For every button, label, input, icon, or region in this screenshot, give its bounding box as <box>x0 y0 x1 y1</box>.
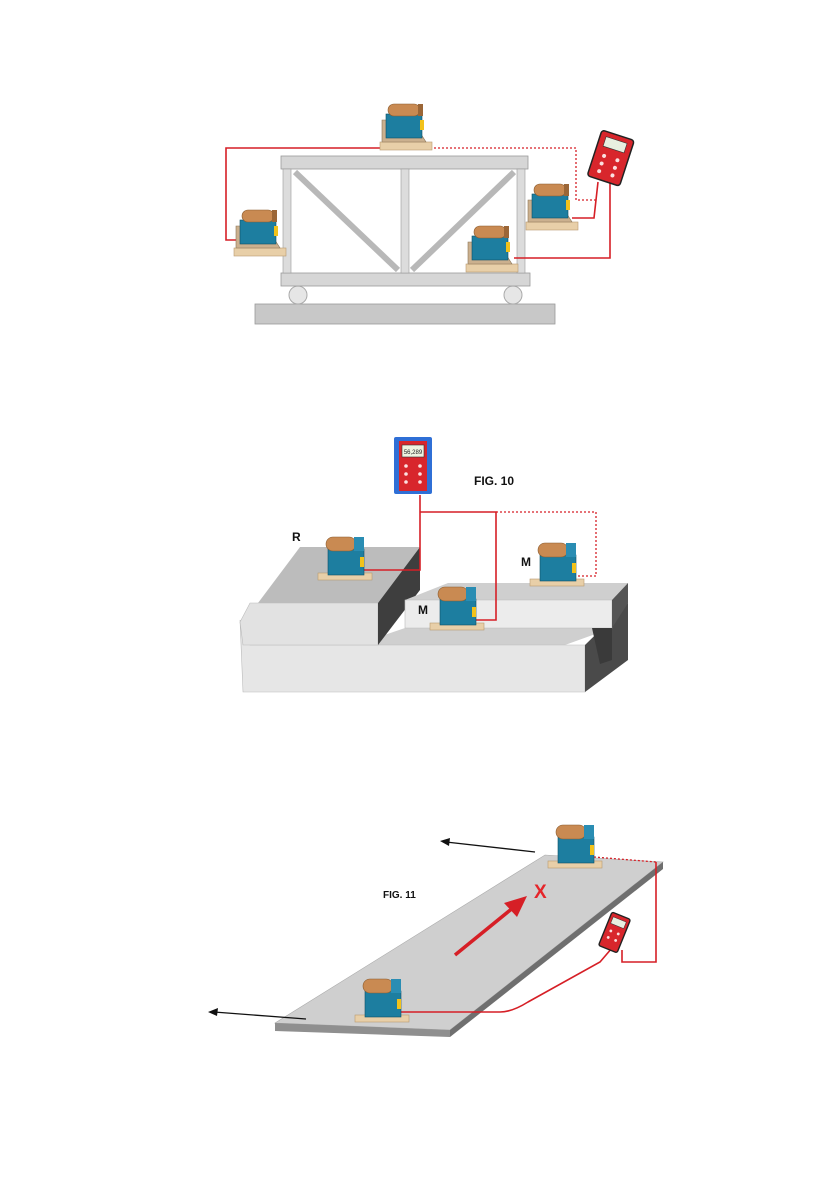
display-unit-fig11 <box>599 912 631 953</box>
ground-slab <box>255 304 555 324</box>
label-m-rear: M <box>521 555 531 569</box>
level-right-lower <box>466 226 518 272</box>
label-m-front: M <box>418 603 428 617</box>
figure-10: 56,289 FIG. 10 R M M <box>240 437 628 692</box>
wheel-left <box>289 286 307 304</box>
level-m-rear <box>530 543 584 586</box>
wheel-right <box>504 286 522 304</box>
label-x: X <box>534 882 547 903</box>
level-top <box>380 104 432 150</box>
display-unit-fig1 <box>587 130 634 186</box>
figure-11: X FIG. 11 <box>208 825 663 1037</box>
figure-truss <box>226 104 634 324</box>
level-left <box>234 210 286 256</box>
display-readout: 56,289 <box>404 450 423 456</box>
arrow-top-left <box>440 838 535 852</box>
bottom-beam <box>281 273 530 286</box>
label-r: R <box>292 530 301 544</box>
caption-fig11: FIG. 11 <box>383 890 416 901</box>
display-unit-fig10: 56,289 <box>394 437 432 494</box>
level-far <box>548 825 602 868</box>
step-front <box>240 603 378 645</box>
post-left <box>283 169 291 273</box>
caption-fig10: FIG. 10 <box>474 474 514 488</box>
level-right-upper <box>526 184 578 230</box>
post-mid <box>401 169 409 273</box>
top-beam <box>281 156 528 169</box>
